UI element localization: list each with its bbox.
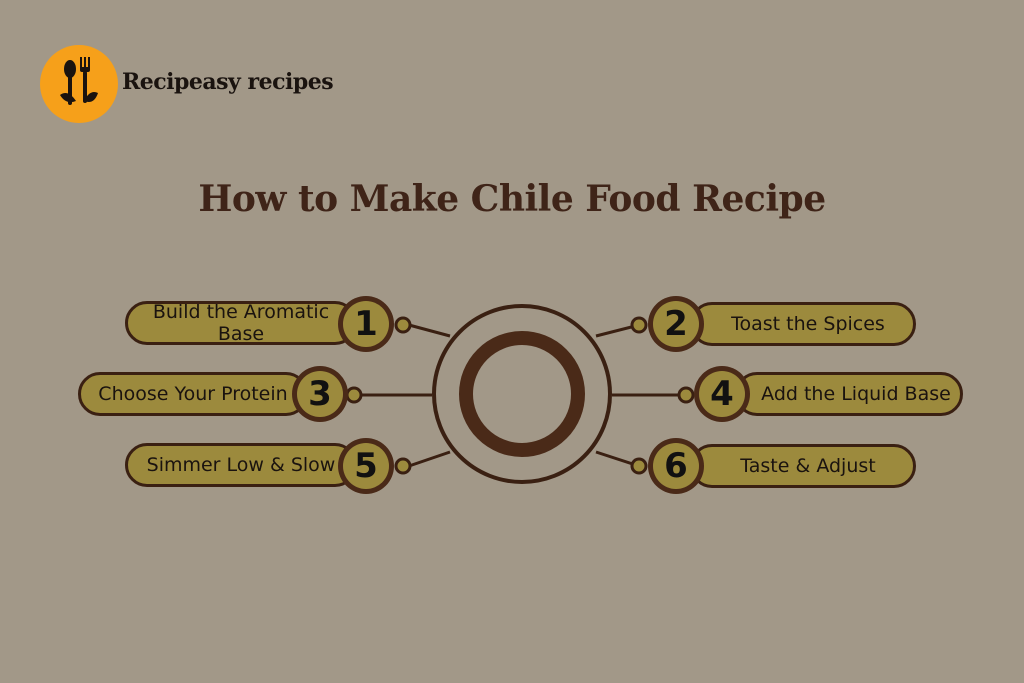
step-2-number: 2 xyxy=(653,301,699,347)
connector-dot-1 xyxy=(394,316,412,334)
connector-dot-3 xyxy=(345,386,363,404)
fork-spoon-leaf-icon xyxy=(60,57,98,105)
logo-badge xyxy=(40,45,118,123)
connector-line-1 xyxy=(408,323,451,338)
step-6-label: Taste & Adjust xyxy=(690,444,916,488)
step-4-number: 4 xyxy=(699,371,745,417)
page-title: How to Make Chile Food Recipe xyxy=(198,178,826,220)
step-1-number: 1 xyxy=(343,301,389,347)
step-5-label: Simmer Low & Slow xyxy=(125,443,357,487)
step-1-label: Build the Aromatic Base xyxy=(125,301,357,345)
step-4-badge: 4 xyxy=(694,366,750,422)
connector-dot-5 xyxy=(394,457,412,475)
brand-name: Recipeasy recipes xyxy=(122,69,334,95)
step-4-label: Add the Liquid Base xyxy=(735,372,963,416)
step-3-label: Choose Your Protein xyxy=(78,372,308,416)
connector-dot-4 xyxy=(677,386,695,404)
step-6-badge: 6 xyxy=(648,438,704,494)
step-6-number: 6 xyxy=(653,443,699,489)
connector-dot-2 xyxy=(630,316,648,334)
step-1-badge: 1 xyxy=(338,296,394,352)
brand-logo: Recipeasy recipes xyxy=(40,45,340,125)
step-3-badge: 3 xyxy=(292,366,348,422)
center-outer-ring xyxy=(432,304,612,484)
step-5-number: 5 xyxy=(343,443,389,489)
step-3-number: 3 xyxy=(297,371,343,417)
step-2-badge: 2 xyxy=(648,296,704,352)
step-2-label: Toast the Spices xyxy=(690,302,916,346)
connector-line-5 xyxy=(408,450,451,468)
center-inner-ring xyxy=(459,331,585,457)
step-5-badge: 5 xyxy=(338,438,394,494)
connector-dot-6 xyxy=(630,457,648,475)
